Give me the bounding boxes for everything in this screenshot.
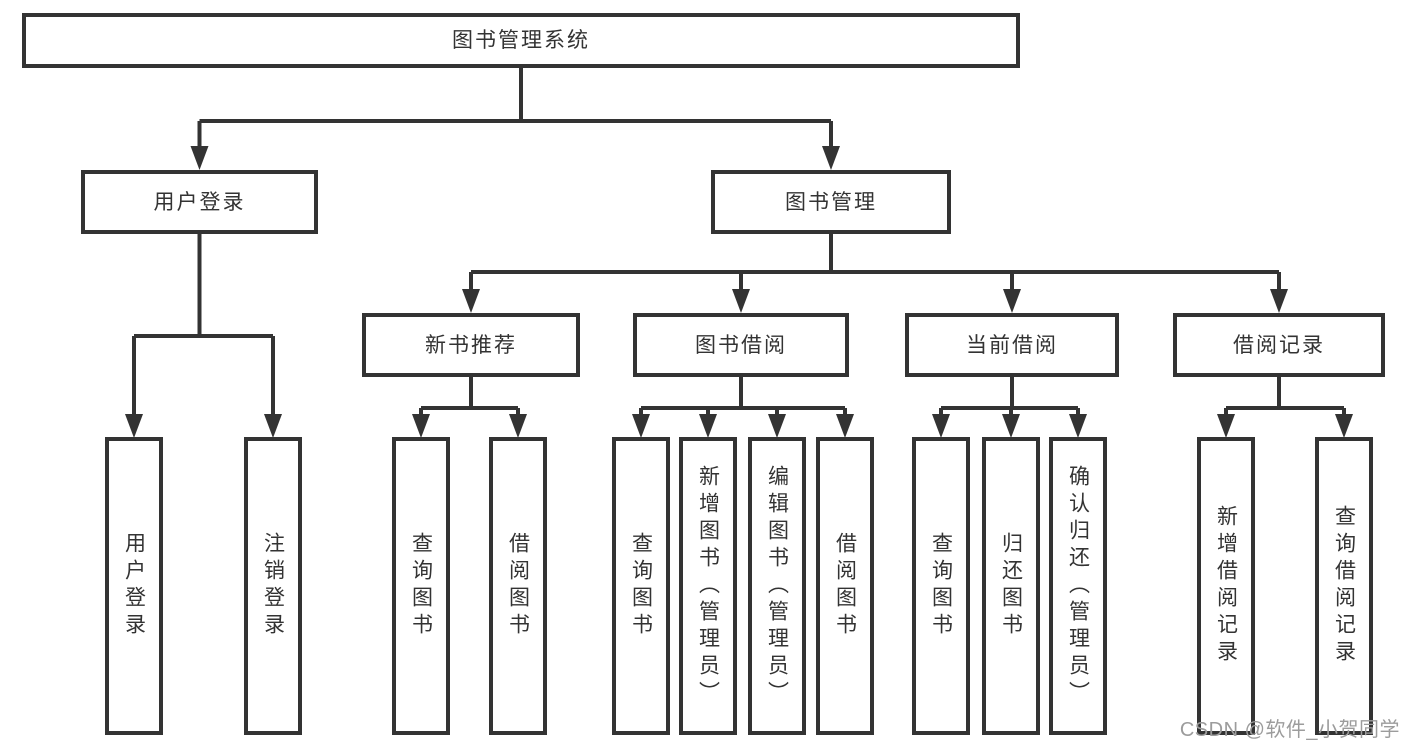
leaf-borrow-books-label: 借阅图书 [833, 532, 857, 640]
leaf-user-login: 用户登录 [105, 437, 163, 735]
leaf-query-borrow-record-label: 查询借阅记录 [1332, 505, 1356, 667]
leaf-query-books-current-label: 查询图书 [929, 532, 953, 640]
leaf-add-books-admin: 新增图书（管理员） [679, 437, 737, 735]
leaf-query-books-current: 查询图书 [912, 437, 970, 735]
watermark: CSDN @软件_小贺同学 [1179, 719, 1400, 741]
leaf-borrow-books-recommend: 借阅图书 [489, 437, 547, 735]
leaf-logout: 注销登录 [244, 437, 302, 735]
leaf-add-borrow-record: 新增借阅记录 [1197, 437, 1255, 735]
leaf-borrow-books-recommend-label: 借阅图书 [506, 532, 530, 640]
leaf-confirm-return-admin-label: 确认归还（管理员） [1066, 464, 1090, 708]
leaf-return-books: 归还图书 [982, 437, 1040, 735]
leaf-user-login-label: 用户登录 [122, 532, 146, 640]
leaf-add-borrow-record-label: 新增借阅记录 [1214, 505, 1238, 667]
leaf-confirm-return-admin: 确认归还（管理员） [1049, 437, 1107, 735]
leaf-edit-books-admin: 编辑图书（管理员） [748, 437, 806, 735]
leaf-query-books-borrow: 查询图书 [612, 437, 670, 735]
leaf-query-borrow-record: 查询借阅记录 [1315, 437, 1373, 735]
leaf-query-books-borrow-label: 查询图书 [629, 532, 653, 640]
leaf-logout-label: 注销登录 [261, 532, 285, 640]
node-user-login: 用户登录 [81, 170, 318, 234]
root-node-library-system: 图书管理系统 [22, 13, 1020, 68]
node-borrow-records: 借阅记录 [1173, 313, 1385, 377]
leaf-query-books-recommend-label: 查询图书 [409, 532, 433, 640]
leaf-borrow-books: 借阅图书 [816, 437, 874, 735]
node-book-borrow: 图书借阅 [633, 313, 849, 377]
leaf-add-books-admin-label: 新增图书（管理员） [696, 464, 720, 708]
leaf-query-books-recommend: 查询图书 [392, 437, 450, 735]
node-book-management: 图书管理 [711, 170, 951, 234]
leaf-edit-books-admin-label: 编辑图书（管理员） [765, 464, 789, 708]
leaf-return-books-label: 归还图书 [999, 532, 1023, 640]
node-current-borrow: 当前借阅 [905, 313, 1119, 377]
node-new-book-recommend: 新书推荐 [362, 313, 580, 377]
